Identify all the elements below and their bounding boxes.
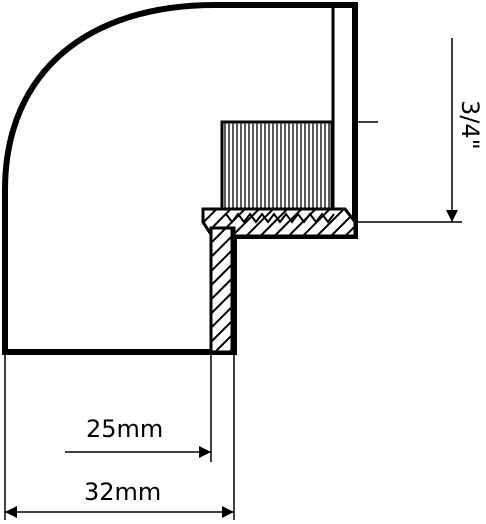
thread-teeth xyxy=(225,212,335,224)
label-thread-size: 3/4" xyxy=(456,100,484,150)
pipe-wall-section xyxy=(209,226,234,354)
elbow-body-outline xyxy=(2,2,358,355)
thread-insert xyxy=(220,120,334,217)
label-outer-diameter: 32mm xyxy=(84,478,161,506)
label-inner-diameter: 25mm xyxy=(86,415,163,443)
thread-seat xyxy=(201,207,357,238)
